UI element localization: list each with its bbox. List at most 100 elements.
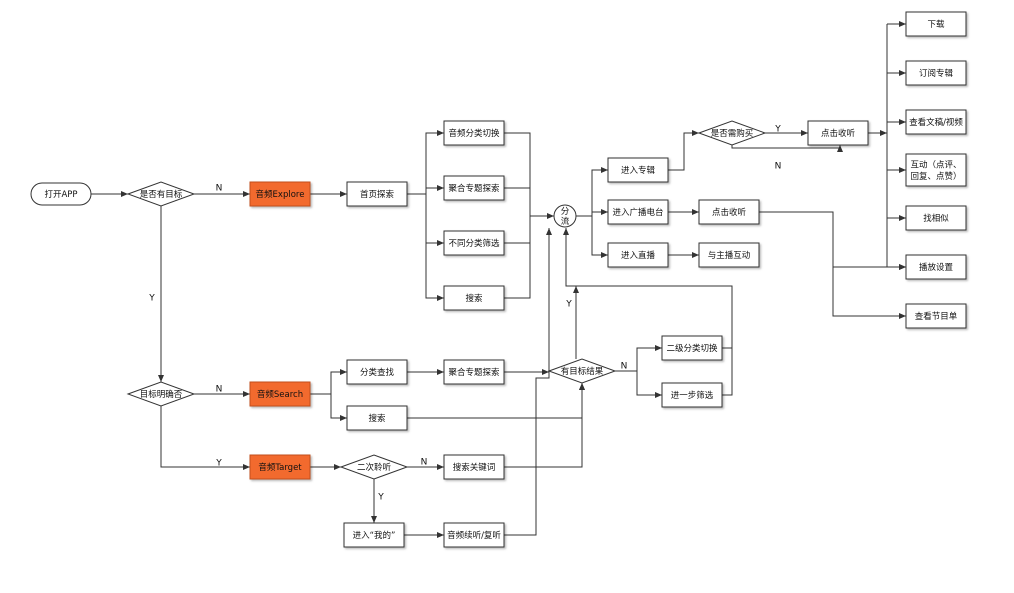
node-label: 查看文稿/视频	[909, 117, 963, 128]
node-home-explore: 首页探索	[346, 181, 408, 207]
node-click-listen-radio: 点击收听	[698, 199, 760, 225]
edge-filter-to-split	[504, 216, 531, 244]
node-label: 音频Explore	[256, 189, 305, 200]
node-enter-radio: 进入广播电台	[607, 199, 669, 225]
node-shape	[553, 204, 577, 228]
node-label: 分类查找	[360, 367, 395, 378]
node-topic-explore-2: 聚合专题探索	[443, 359, 505, 385]
node-label: 首页探索	[360, 189, 394, 200]
node-label: 点击收听	[712, 207, 747, 218]
node-label: 聚合专题探索	[448, 367, 499, 378]
node-label: 搜索关键词	[453, 462, 496, 473]
node-has-result: 有目标结果	[547, 358, 617, 384]
node-label: 音频续听/复听	[447, 530, 501, 541]
node-shape	[905, 109, 967, 135]
node-shape	[905, 303, 967, 329]
node-label: 是否有目标	[140, 189, 183, 200]
node-split: 分流	[553, 204, 577, 228]
node-shape	[905, 254, 967, 280]
node-enter-live: 进入直播	[607, 242, 669, 268]
node-label: 与主播互动	[708, 250, 751, 261]
node-shape	[443, 175, 505, 201]
node-cat-switch: 音频分类切换	[443, 120, 505, 146]
node-label: 分流	[561, 207, 570, 227]
node-label: 查看节目单	[915, 311, 958, 322]
edge-catswitch-to-split	[504, 132, 554, 219]
edge-continue-to-split	[504, 228, 552, 536]
node-has-goal: 是否有目标	[126, 181, 196, 207]
node-continue-listen: 音频续听/复听	[443, 522, 505, 548]
node-shape	[339, 454, 409, 480]
node-subscribe: 订阅专辑	[905, 60, 967, 86]
node-label: 二次聆听	[357, 462, 392, 473]
edge-label-second-no: N	[421, 458, 428, 468]
node-label: 音频分类切换	[448, 128, 500, 139]
edge-label-has-goal-no: N	[216, 184, 223, 194]
node-second-listen: 二次聆听	[339, 454, 409, 480]
edge-label-result-yes: Y	[565, 300, 572, 310]
node-label: 下载	[927, 19, 945, 30]
node-audio-explore: 音频Explore	[249, 181, 311, 207]
node-shape	[661, 335, 723, 361]
node-shape	[249, 381, 311, 407]
edge-clear-down	[160, 406, 250, 470]
edge-subcat-back	[563, 228, 733, 349]
edge-album-to-buy	[668, 130, 699, 171]
node-view-text-video: 查看文稿/视频	[905, 109, 967, 135]
edge-home-trunk	[407, 130, 444, 195]
edge-label-buy-no: N	[775, 162, 782, 172]
node-shape	[126, 381, 196, 407]
node-shape	[249, 181, 311, 207]
node-label: 聚合专题探索	[448, 183, 499, 194]
node-goal-clear: 目标明确否	[126, 381, 196, 407]
node-cat-find: 分类查找	[346, 359, 408, 385]
edge-split-to-live	[591, 216, 608, 258]
node-shape	[905, 153, 967, 187]
node-enter-mine: 进入“我的”	[343, 522, 405, 548]
node-label: 播放设置	[919, 262, 954, 273]
node-sub-cat-switch: 二级分类切换	[661, 335, 723, 361]
node-shape	[443, 120, 505, 146]
node-shape	[443, 359, 505, 385]
edge-radio-listen-to-settings	[759, 211, 906, 270]
node-label: 互动（点评、回复、点赞）	[910, 159, 961, 182]
node-view-program: 查看节目单	[905, 303, 967, 329]
edge-split-to-album	[591, 167, 608, 216]
edge-buy-no	[731, 145, 843, 152]
node-label: 有目标结果	[561, 366, 604, 377]
node-enter-album: 进入专辑	[607, 157, 669, 183]
node-label: 找相似	[923, 213, 949, 224]
edge-label-buy-yes: Y	[774, 125, 781, 135]
node-cat-filter: 不同分类筛选	[443, 230, 505, 256]
node-label: 二级分类切换	[666, 343, 718, 354]
node-label: 搜索	[368, 413, 385, 424]
node-shape	[126, 181, 196, 207]
node-shape	[346, 181, 408, 207]
node-shape	[343, 522, 405, 548]
edge-searchmid-to-result	[407, 383, 585, 419]
node-label: 是否需购买	[711, 128, 754, 139]
edge-result-no	[615, 345, 662, 372]
edge-label-goal-clear-yes: Y	[215, 459, 222, 469]
node-further-filter: 进一步筛选	[661, 382, 723, 408]
node-play-settings: 播放设置	[905, 254, 967, 280]
edge-keyword-to-result	[504, 383, 585, 468]
node-shape	[698, 242, 760, 268]
edge-label-result-no: N	[621, 362, 628, 372]
node-audio-search: 音频Search	[249, 381, 311, 407]
node-shape	[905, 205, 967, 231]
node-click-listen-top: 点击收听	[807, 120, 869, 146]
node-start: 打开APP	[30, 182, 92, 206]
nodes-layer: 打开APP 是否有目标 音频Explore 首页探索 音频分类切换聚合专题探索不同分类筛…	[30, 11, 967, 548]
node-audio-target: 音频Target	[249, 454, 311, 480]
node-label: 目标明确否	[140, 389, 183, 400]
node-find-similar: 找相似	[905, 205, 967, 231]
edge-result-no-2	[636, 371, 662, 398]
node-label: 打开APP	[44, 189, 77, 200]
node-label: 进入“我的”	[353, 530, 396, 541]
edge-filter-back	[722, 348, 733, 396]
edge-search-to-catfind	[310, 369, 347, 395]
node-label: 不同分类筛选	[448, 238, 500, 249]
edge-label-second-yes: Y	[377, 493, 384, 503]
